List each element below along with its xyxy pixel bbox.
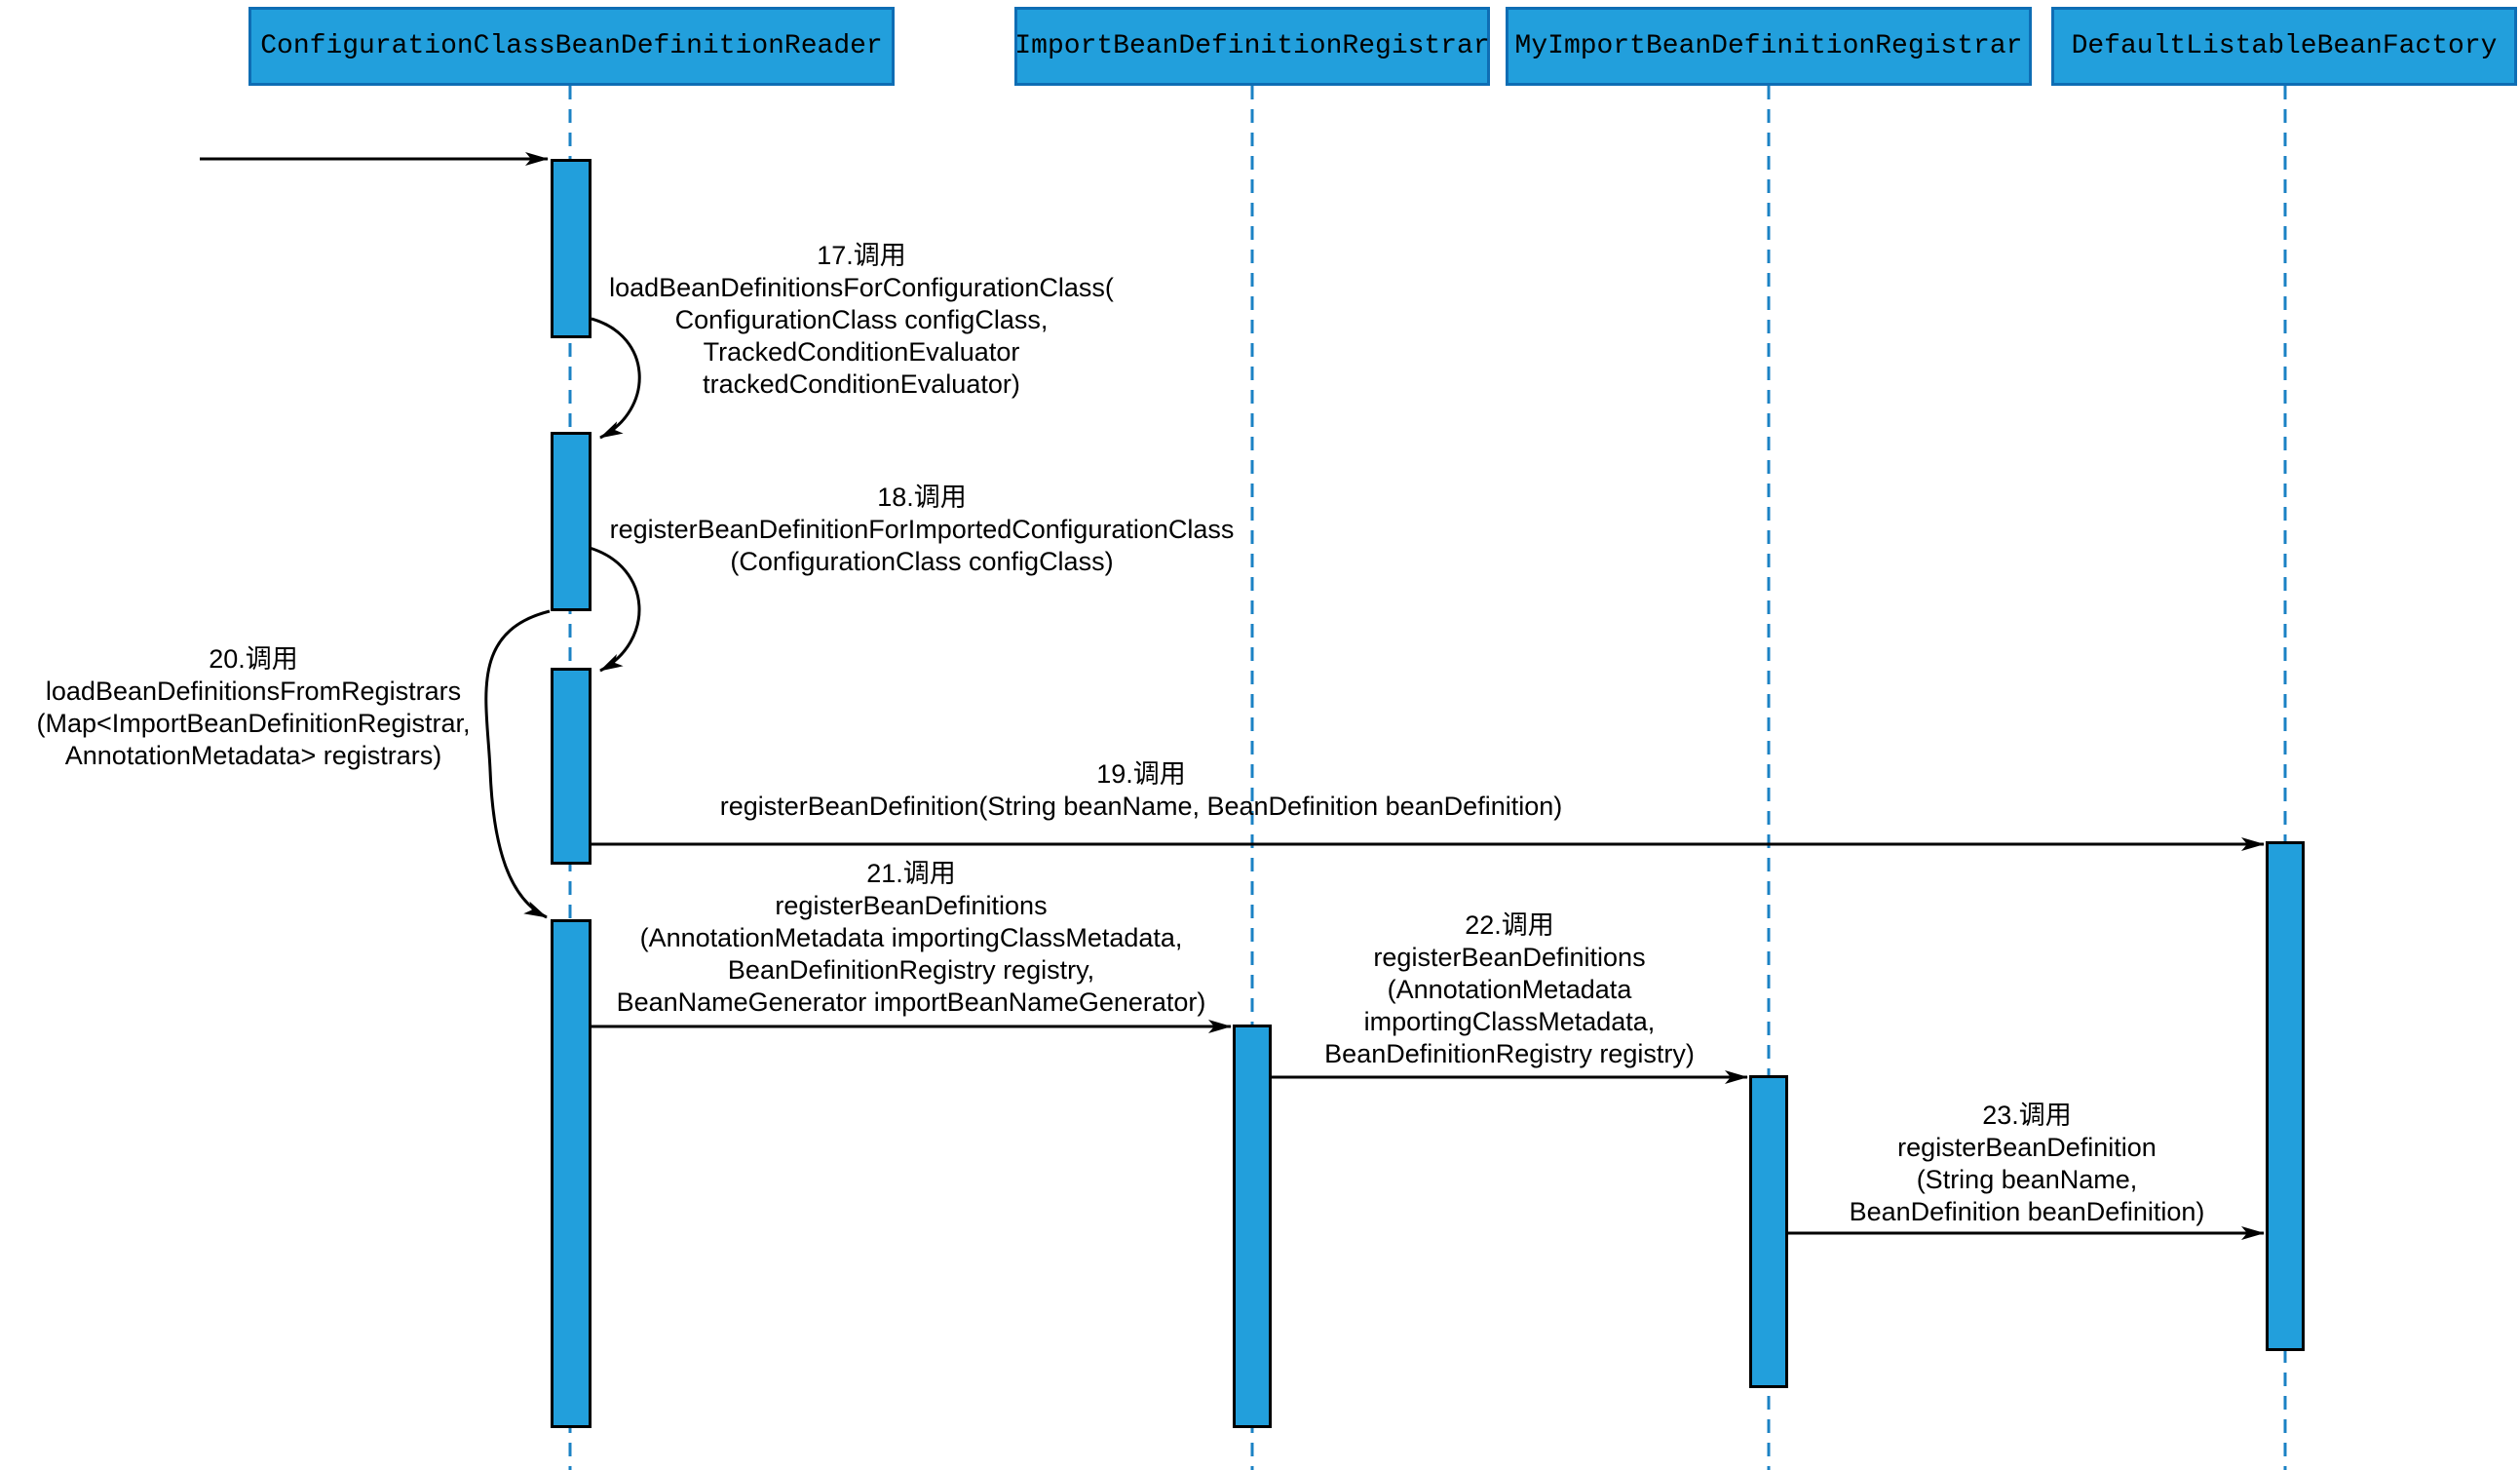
activation-bar-my-import-registrar xyxy=(1749,1075,1788,1388)
activation-bar-reader-4 xyxy=(551,919,592,1428)
participant-default-listable-bean-factory: DefaultListableBeanFactory xyxy=(2051,7,2517,86)
message-label-17: 17.调用 loadBeanDefinitionsForConfiguratio… xyxy=(609,241,1114,399)
activation-bar-reader-2 xyxy=(551,432,592,611)
message-label-19: 19.调用 registerBeanDefinition(String bean… xyxy=(719,759,1563,821)
activation-bar-bean-factory xyxy=(2266,841,2305,1351)
self-call-arc-18 xyxy=(589,546,641,673)
participant-configuration-class-bean-definition-reader: ConfigurationClassBeanDefinitionReader xyxy=(248,7,895,86)
participant-import-bean-definition-registrar: ImportBeanDefinitionRegistrar xyxy=(1014,7,1490,86)
message-label-22: 22.调用 registerBeanDefinitions (Annotatio… xyxy=(1324,910,1695,1068)
message-label-20: 20.调用 loadBeanDefinitionsFromRegistrars … xyxy=(36,644,471,770)
message-label-23: 23.调用 registerBeanDefinition (String bea… xyxy=(1849,1101,2205,1226)
message-label-21: 21.调用 registerBeanDefinitions (Annotatio… xyxy=(616,859,1206,1017)
message-label-18: 18.调用 registerBeanDefinitionForImportedC… xyxy=(609,483,1235,576)
participant-my-import-bean-definition-registrar: MyImportBeanDefinitionRegistrar xyxy=(1506,7,2032,86)
activation-bar-reader-1 xyxy=(551,159,592,338)
self-call-arc-20 xyxy=(484,609,551,919)
activation-bar-reader-3 xyxy=(551,668,592,865)
activation-bar-import-registrar xyxy=(1233,1025,1272,1428)
self-call-arc-17 xyxy=(591,317,641,440)
